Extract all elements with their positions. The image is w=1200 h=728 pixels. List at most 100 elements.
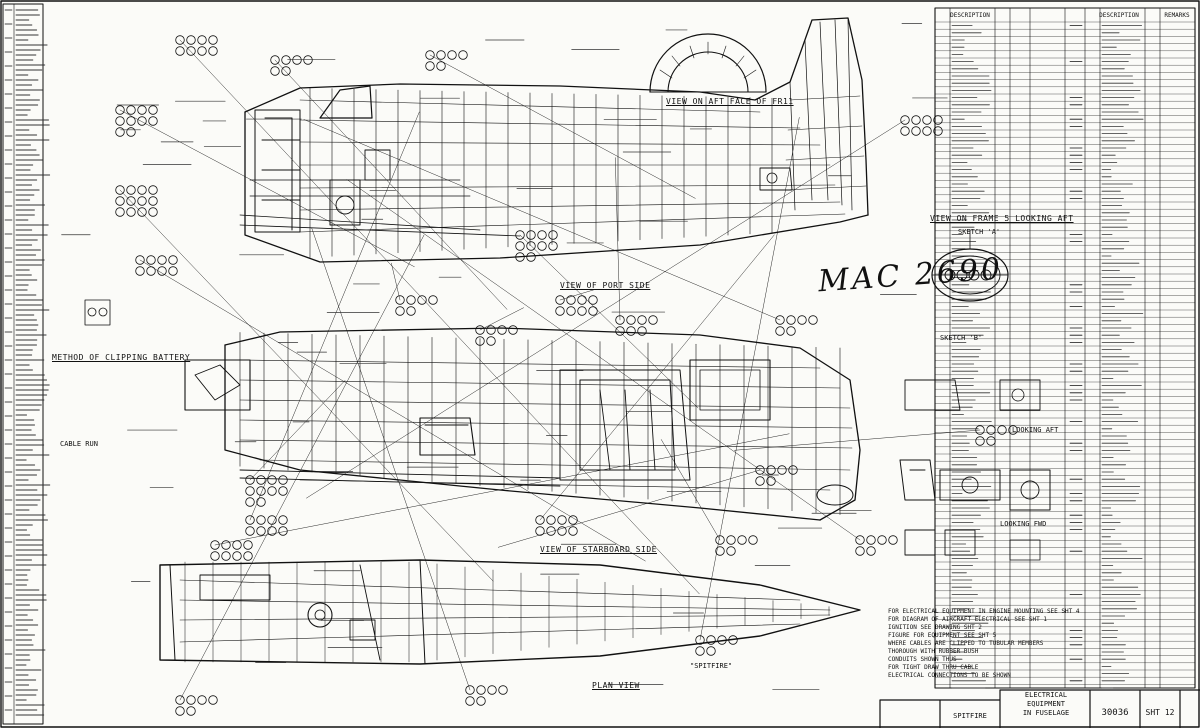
callout-circle — [186, 695, 196, 705]
callout-circle — [911, 115, 921, 125]
callout-circle — [447, 50, 457, 60]
callout-circle — [148, 196, 158, 206]
general-note: ELECTRICAL CONNECTIONS TO BE SHOWN — [888, 672, 1011, 679]
callout-circle — [126, 105, 136, 115]
callout-circle — [115, 207, 125, 217]
callout-circle — [168, 255, 178, 265]
callout-circle — [695, 635, 705, 645]
title-block-aircraft: SPITFIRE — [953, 712, 987, 720]
callout-circle — [245, 526, 255, 536]
callout-circle — [577, 295, 587, 305]
callout-circle — [256, 475, 266, 485]
callout-circle — [148, 116, 158, 126]
callout-circle — [278, 475, 288, 485]
callout-circle — [270, 55, 280, 65]
callout-circle — [278, 526, 288, 536]
leader-line — [699, 117, 800, 641]
callout-circle — [855, 546, 865, 556]
callout-circle — [245, 497, 255, 507]
callout-circle — [278, 486, 288, 496]
callout-circle — [245, 515, 255, 525]
general-note: FOR TIGHT DRAW THRU CABLE — [888, 664, 979, 671]
callout-circle — [900, 115, 910, 125]
callout-circle — [395, 295, 405, 305]
callout-circle — [615, 326, 625, 336]
leader-line — [479, 307, 524, 331]
callout-circle — [900, 126, 910, 136]
callout-circle — [126, 196, 136, 206]
callout-circle — [877, 535, 887, 545]
view-title-plan: PLAN VIEW — [592, 681, 640, 690]
callout-circle — [637, 326, 647, 336]
general-note: FOR DIAGRAM OF AIRCRAFT ELECTRICAL SEE S… — [888, 616, 1047, 623]
parts-list-header-description-2: DESCRIPTION — [1099, 12, 1139, 19]
title-block-drawing-number: 30036 — [1101, 708, 1129, 718]
sketch-b-label: SKETCH 'B' — [940, 334, 983, 342]
callout-circle — [281, 55, 291, 65]
callout-circle — [232, 540, 242, 550]
callout-circle — [568, 526, 578, 536]
callout-circle — [186, 46, 196, 56]
callout-circle — [986, 436, 996, 446]
callout-circle — [137, 185, 147, 195]
leader-line — [346, 179, 861, 541]
callout-circle — [515, 230, 525, 240]
callout-circle — [555, 306, 565, 316]
title-line-3: IN FUSELAGE — [1022, 709, 1070, 717]
callout-circle — [425, 61, 435, 71]
sketch-a-label: SKETCH 'A' — [958, 228, 1001, 236]
callout-circle — [775, 315, 785, 325]
callout-circle — [425, 50, 435, 60]
callout-circle — [786, 326, 796, 336]
callout-circle — [695, 646, 705, 656]
looking-fwd-label: LOOKING FWD — [1000, 520, 1047, 528]
callout-circle — [475, 336, 485, 346]
callout-circle — [786, 315, 796, 325]
title-line-1: ELECTRICAL — [1024, 691, 1068, 699]
callout-circle — [157, 266, 167, 276]
callout-circle — [303, 55, 313, 65]
callout-circle — [475, 325, 485, 335]
callout-circle — [866, 546, 876, 556]
callout-circle — [175, 706, 185, 716]
callout-circle — [292, 55, 302, 65]
leader-line — [249, 111, 420, 521]
callout-circle — [148, 185, 158, 195]
callout-circle — [115, 116, 125, 126]
callout-circle — [115, 185, 125, 195]
callout-circle — [755, 465, 765, 475]
callout-circle — [256, 515, 266, 525]
leader-line — [274, 59, 508, 310]
callout-circle — [281, 66, 291, 76]
callout-circle — [148, 105, 158, 115]
callout-circle — [566, 306, 576, 316]
callout-circle — [557, 515, 567, 525]
callout-circle — [975, 436, 985, 446]
callout-circle — [515, 241, 525, 251]
callout-circle — [436, 50, 446, 60]
fuselage-frames — [184, 87, 841, 663]
callout-circle — [428, 295, 438, 305]
callout-circle — [486, 325, 496, 335]
callout-circle — [775, 326, 785, 336]
callout-circle — [715, 546, 725, 556]
callout-circle — [115, 105, 125, 115]
callout-circle — [535, 526, 545, 536]
view-title-aft-face: VIEW ON AFT FACE OF FR11 — [666, 97, 794, 106]
callout-circle — [486, 336, 496, 346]
callout-circle — [267, 526, 277, 536]
callout-circle — [221, 551, 231, 561]
callout-circle — [706, 646, 716, 656]
callout-circle — [208, 46, 218, 56]
callout-circle — [566, 295, 576, 305]
callout-circle — [245, 475, 255, 485]
callout-circle — [243, 540, 253, 550]
callout-circle — [526, 241, 536, 251]
callout-circle — [537, 241, 547, 251]
callout-circle — [546, 526, 556, 536]
callout-circle — [626, 326, 636, 336]
note-clipping-battery: METHOD OF CLIPPING BATTERY — [52, 353, 191, 362]
leader-line — [119, 109, 415, 268]
